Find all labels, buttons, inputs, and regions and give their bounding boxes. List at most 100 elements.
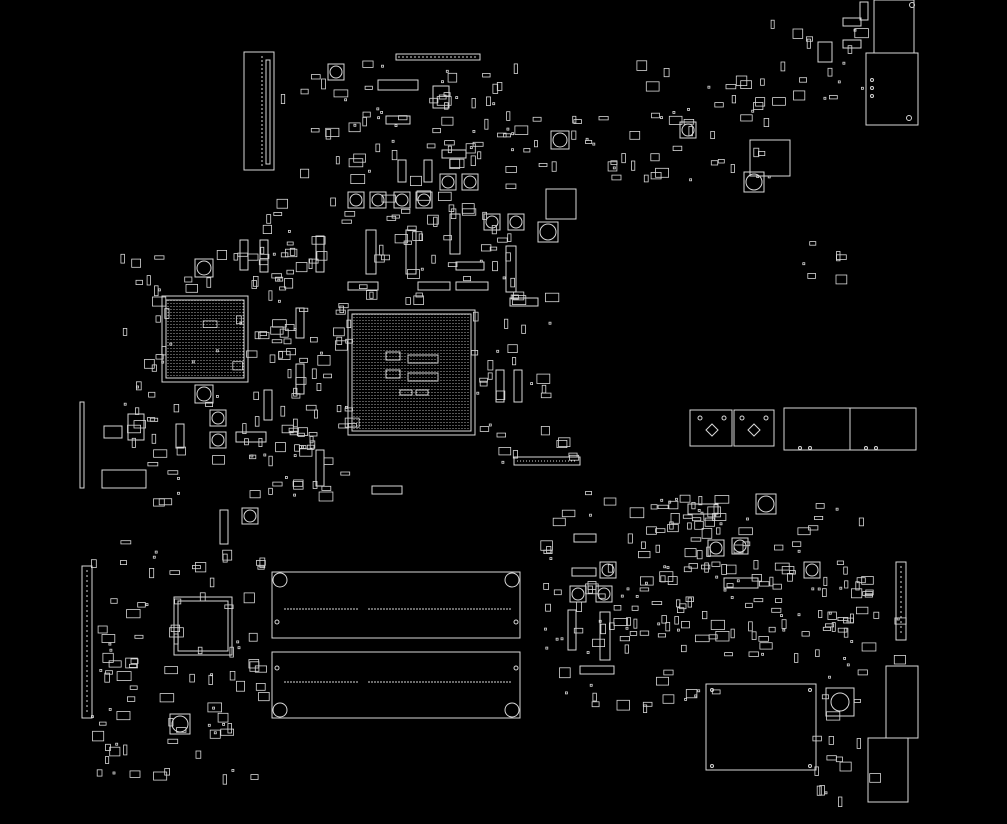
smd-passive (316, 382, 322, 391)
smd-passive (551, 161, 557, 172)
smd-passive (690, 537, 702, 542)
test-pad (320, 351, 323, 355)
test-pad (293, 493, 297, 497)
test-pad (492, 102, 496, 106)
inductor-body (461, 173, 479, 191)
test-pad (191, 360, 195, 364)
smd-part (216, 249, 227, 260)
test-pad (677, 628, 680, 632)
smd-passive (289, 247, 296, 256)
smd-part (299, 448, 313, 457)
smd-passive (155, 354, 164, 360)
inductor (569, 585, 587, 603)
test-pad (828, 675, 831, 679)
smd-passive (598, 593, 606, 599)
smd-passive (268, 290, 273, 301)
smd-passive (149, 568, 155, 579)
inductor (537, 221, 559, 243)
smd-passive (292, 418, 298, 428)
smd-part (893, 655, 906, 665)
inductor (393, 191, 411, 209)
capacitor-strip (103, 425, 123, 439)
smd-passive (631, 605, 639, 611)
smd-passive (812, 735, 822, 742)
test-pad (850, 640, 854, 643)
resistor-array (295, 307, 305, 339)
smd-part (97, 625, 108, 634)
smd-passive (657, 504, 669, 510)
capacitor-strip (377, 79, 419, 91)
inductor-coil (196, 386, 212, 402)
test-pad (548, 321, 552, 325)
inductor-coil (539, 223, 557, 241)
test-pad (455, 96, 459, 99)
smd-passive (663, 669, 674, 676)
smd-passive (687, 522, 692, 530)
smd-passive (806, 38, 811, 49)
smd-passive (173, 403, 180, 413)
smd-passive (259, 557, 266, 569)
smd-passive (292, 481, 304, 487)
test-pad (215, 394, 219, 398)
smd-passive (685, 596, 694, 603)
smd-passive (123, 744, 128, 756)
smd-passive (497, 132, 507, 138)
smd-passive (280, 405, 286, 417)
smd-passive (407, 225, 417, 232)
smd-passive (375, 143, 381, 153)
smd-part (254, 665, 268, 673)
smd-passive (726, 583, 734, 588)
smd-part (461, 203, 475, 214)
test-pad (496, 349, 500, 353)
smd-part (286, 348, 297, 356)
test-pad (145, 603, 149, 606)
smd-part (131, 258, 141, 268)
smd-part (733, 544, 744, 554)
test-pad (152, 555, 156, 559)
smd-passive (815, 503, 825, 509)
smd-passive (120, 540, 132, 545)
smd-part (738, 527, 753, 536)
inductor-coil (805, 563, 819, 577)
smd-passive (268, 487, 273, 495)
smd-passive (780, 61, 786, 72)
smd-passive (702, 611, 708, 620)
test-pad (344, 405, 348, 409)
smd-passive (730, 163, 735, 173)
test-pad (589, 683, 593, 687)
inductor (327, 63, 345, 81)
resistor-array (513, 369, 523, 403)
smd-passive (227, 723, 232, 734)
test-pad (300, 445, 304, 449)
smd-part (826, 711, 841, 721)
inductor (507, 213, 525, 231)
smd-part (101, 634, 116, 643)
test-pad (697, 508, 701, 512)
resistor-array (423, 159, 433, 183)
inductor-body (803, 561, 821, 579)
smd-passive (633, 618, 638, 629)
smd-passive (534, 140, 539, 148)
smd-passive (651, 112, 660, 119)
smd-passive (429, 97, 439, 104)
inductor-coil (681, 123, 695, 137)
smd-passive (512, 357, 517, 366)
smd-passive (682, 514, 693, 519)
smd-passive (710, 131, 715, 139)
resistor-array (449, 213, 461, 255)
components-layer (91, 19, 907, 808)
smd-passive (233, 253, 239, 261)
capacitor-strip (573, 533, 597, 543)
smd-part (116, 711, 131, 721)
smd-passive (208, 674, 213, 685)
smd-passive (510, 294, 519, 300)
smd-passive (280, 252, 289, 258)
resistor-array (405, 229, 417, 275)
smd-part (646, 526, 657, 535)
smd-passive (167, 738, 179, 744)
smd-part (861, 576, 874, 585)
test-pad (835, 507, 839, 511)
smd-passive (161, 345, 167, 356)
smd-passive (415, 292, 423, 298)
